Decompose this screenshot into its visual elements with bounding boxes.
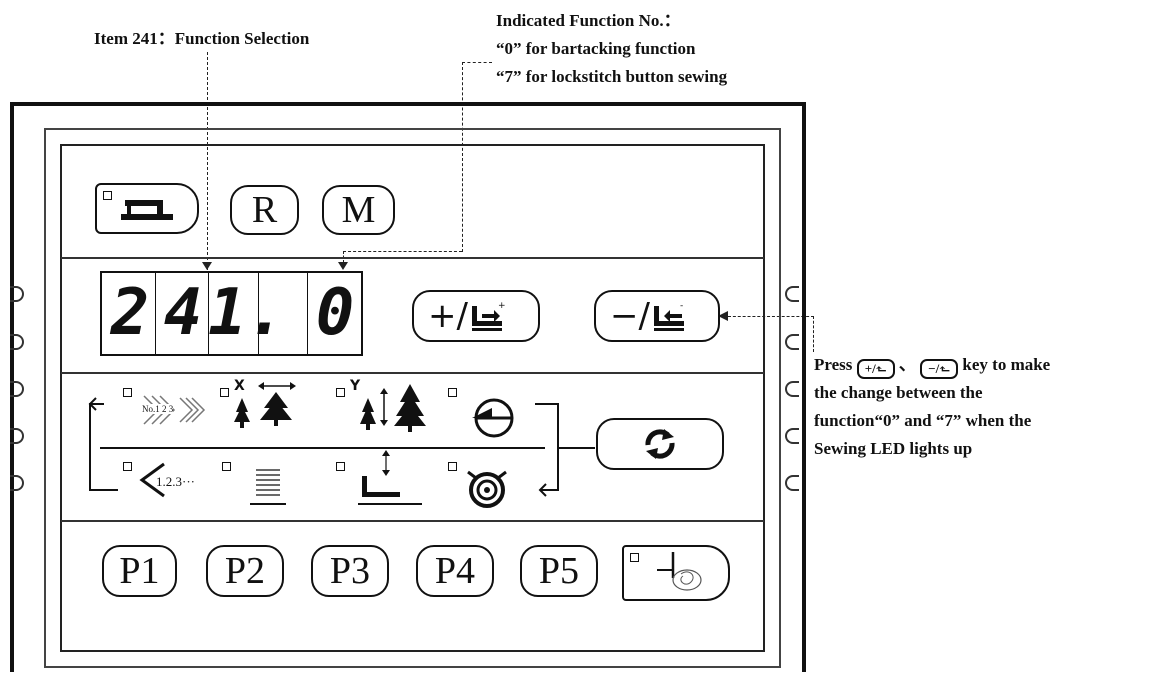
display-digit-5: 0 bbox=[315, 276, 355, 350]
left-tab-4 bbox=[10, 428, 24, 444]
minus-key[interactable]: −/ - bbox=[594, 290, 720, 342]
left-tab-5 bbox=[10, 475, 24, 491]
stitch-length-led bbox=[222, 462, 231, 471]
y-scale-label: Y bbox=[350, 378, 361, 394]
press-separator: 、 bbox=[898, 355, 916, 374]
presser-down-icon: - bbox=[653, 301, 684, 331]
indicated-function-title: Indicated Function No.： bbox=[496, 11, 681, 30]
minus-key-inline-icon: −/⬑ bbox=[920, 359, 959, 379]
reset-key-label: R bbox=[251, 189, 278, 231]
step-sewing-icon: 1.2.3··· bbox=[136, 458, 216, 502]
sewing-led bbox=[103, 191, 112, 200]
p1-key-label: P1 bbox=[119, 550, 160, 592]
leader-line-function-vertical bbox=[462, 62, 463, 252]
leader-arrow-item bbox=[202, 262, 212, 270]
p5-key[interactable]: P5 bbox=[520, 545, 598, 597]
thread-tension-led bbox=[448, 462, 457, 471]
press-instruction-line2: the change between the bbox=[814, 383, 983, 402]
stitch-length-icon bbox=[250, 469, 286, 505]
p5-key-label: P5 bbox=[538, 550, 580, 592]
presser-foot-led bbox=[336, 462, 345, 471]
indicated-function-line1: “0” for bartacking function bbox=[496, 39, 696, 58]
display-digit-4 bbox=[258, 278, 310, 348]
left-tab-3 bbox=[10, 381, 24, 397]
thread-tension-icon bbox=[467, 470, 507, 508]
display-separator-3 bbox=[258, 273, 259, 354]
thread-winding-key[interactable] bbox=[622, 545, 730, 601]
presser-up-icon: + bbox=[471, 301, 506, 331]
mode-key-label: M bbox=[341, 189, 376, 231]
p4-key[interactable]: P4 bbox=[416, 545, 494, 597]
divider-row1 bbox=[61, 257, 764, 259]
leader-line-item bbox=[207, 52, 208, 270]
sewing-machine-icon bbox=[121, 199, 173, 220]
leader-line-function-horizontal bbox=[343, 251, 462, 252]
display-digit-3: 1. bbox=[208, 276, 286, 350]
function-selector-bracket bbox=[88, 397, 595, 497]
minus-key-label: −/ bbox=[610, 296, 650, 336]
p4-key-label: P4 bbox=[434, 550, 476, 592]
right-tab-1 bbox=[785, 286, 799, 302]
right-tab-5 bbox=[785, 475, 799, 491]
indicated-function-line2: “7” for lockstitch button sewing bbox=[496, 67, 728, 86]
thread-winding-led bbox=[630, 553, 639, 562]
panel-bevel bbox=[44, 128, 781, 668]
press-suffix: key to make bbox=[962, 355, 1051, 374]
x-scale-led bbox=[220, 388, 229, 397]
p2-key[interactable]: P2 bbox=[206, 545, 284, 597]
cycle-arrows-icon bbox=[645, 429, 675, 459]
p1-key[interactable]: P1 bbox=[102, 545, 177, 597]
divider-row2 bbox=[61, 372, 764, 374]
mode-key[interactable]: M bbox=[322, 185, 395, 235]
display-digit-1: 2 bbox=[110, 276, 150, 350]
function-cycle-key[interactable] bbox=[596, 418, 724, 470]
speed-icon bbox=[472, 398, 514, 438]
step-sewing-led bbox=[123, 462, 132, 471]
press-instruction-line4: Sewing LED lights up bbox=[814, 439, 973, 458]
leader-arrow-press bbox=[718, 311, 728, 321]
p3-key[interactable]: P3 bbox=[311, 545, 389, 597]
pattern-led bbox=[123, 388, 132, 397]
sewing-key[interactable] bbox=[95, 183, 199, 234]
pattern-step-icon: No.1 2 3 bbox=[138, 390, 208, 430]
plus-key-inline-icon: +/⬑ bbox=[856, 359, 895, 379]
left-tab-2 bbox=[10, 334, 24, 350]
leader-arrow-function bbox=[338, 262, 348, 270]
y-scale-led bbox=[336, 388, 345, 397]
divider-row3 bbox=[61, 520, 764, 522]
seven-segment-display bbox=[100, 271, 363, 356]
right-tab-3 bbox=[785, 381, 799, 397]
plus-key[interactable]: +/ + bbox=[412, 290, 540, 342]
p2-key-label: P2 bbox=[224, 550, 266, 592]
y-scale-icon: Y bbox=[348, 378, 438, 434]
left-tab-1 bbox=[10, 286, 24, 302]
press-prefix: Press bbox=[814, 355, 853, 374]
leader-line-function-top bbox=[462, 62, 492, 63]
thread-winding-icon bbox=[657, 552, 702, 591]
presser-foot-icon bbox=[358, 450, 422, 505]
svg-text:-: - bbox=[680, 301, 683, 311]
press-instruction-line3: function“0” and “7” when the bbox=[814, 411, 1032, 430]
plus-key-label: +/ bbox=[428, 296, 468, 336]
leader-line-press-down bbox=[813, 316, 814, 352]
right-tab-2 bbox=[785, 334, 799, 350]
p3-key-label: P3 bbox=[329, 550, 371, 592]
pattern-number-text: No.1 2 3 bbox=[142, 404, 174, 414]
panel-inner-frame bbox=[60, 144, 765, 652]
x-scale-label: X bbox=[234, 378, 245, 394]
display-separator-1 bbox=[155, 273, 156, 354]
reset-key[interactable]: R bbox=[230, 185, 299, 235]
press-instruction-line1: Press +/⬑ 、 −/⬑ key to make bbox=[814, 354, 1050, 379]
leader-line-press bbox=[728, 316, 814, 317]
step-sequence-text: 1.2.3··· bbox=[156, 474, 195, 489]
speed-led bbox=[448, 388, 457, 397]
x-scale-icon: X bbox=[232, 378, 302, 430]
svg-text:+: + bbox=[498, 301, 506, 311]
display-separator-2 bbox=[208, 273, 209, 354]
item-function-label: Item 241：Function Selection bbox=[94, 29, 310, 48]
right-tab-4 bbox=[785, 428, 799, 444]
display-separator-4 bbox=[307, 273, 308, 354]
display-digit-2: 4 bbox=[163, 276, 203, 350]
